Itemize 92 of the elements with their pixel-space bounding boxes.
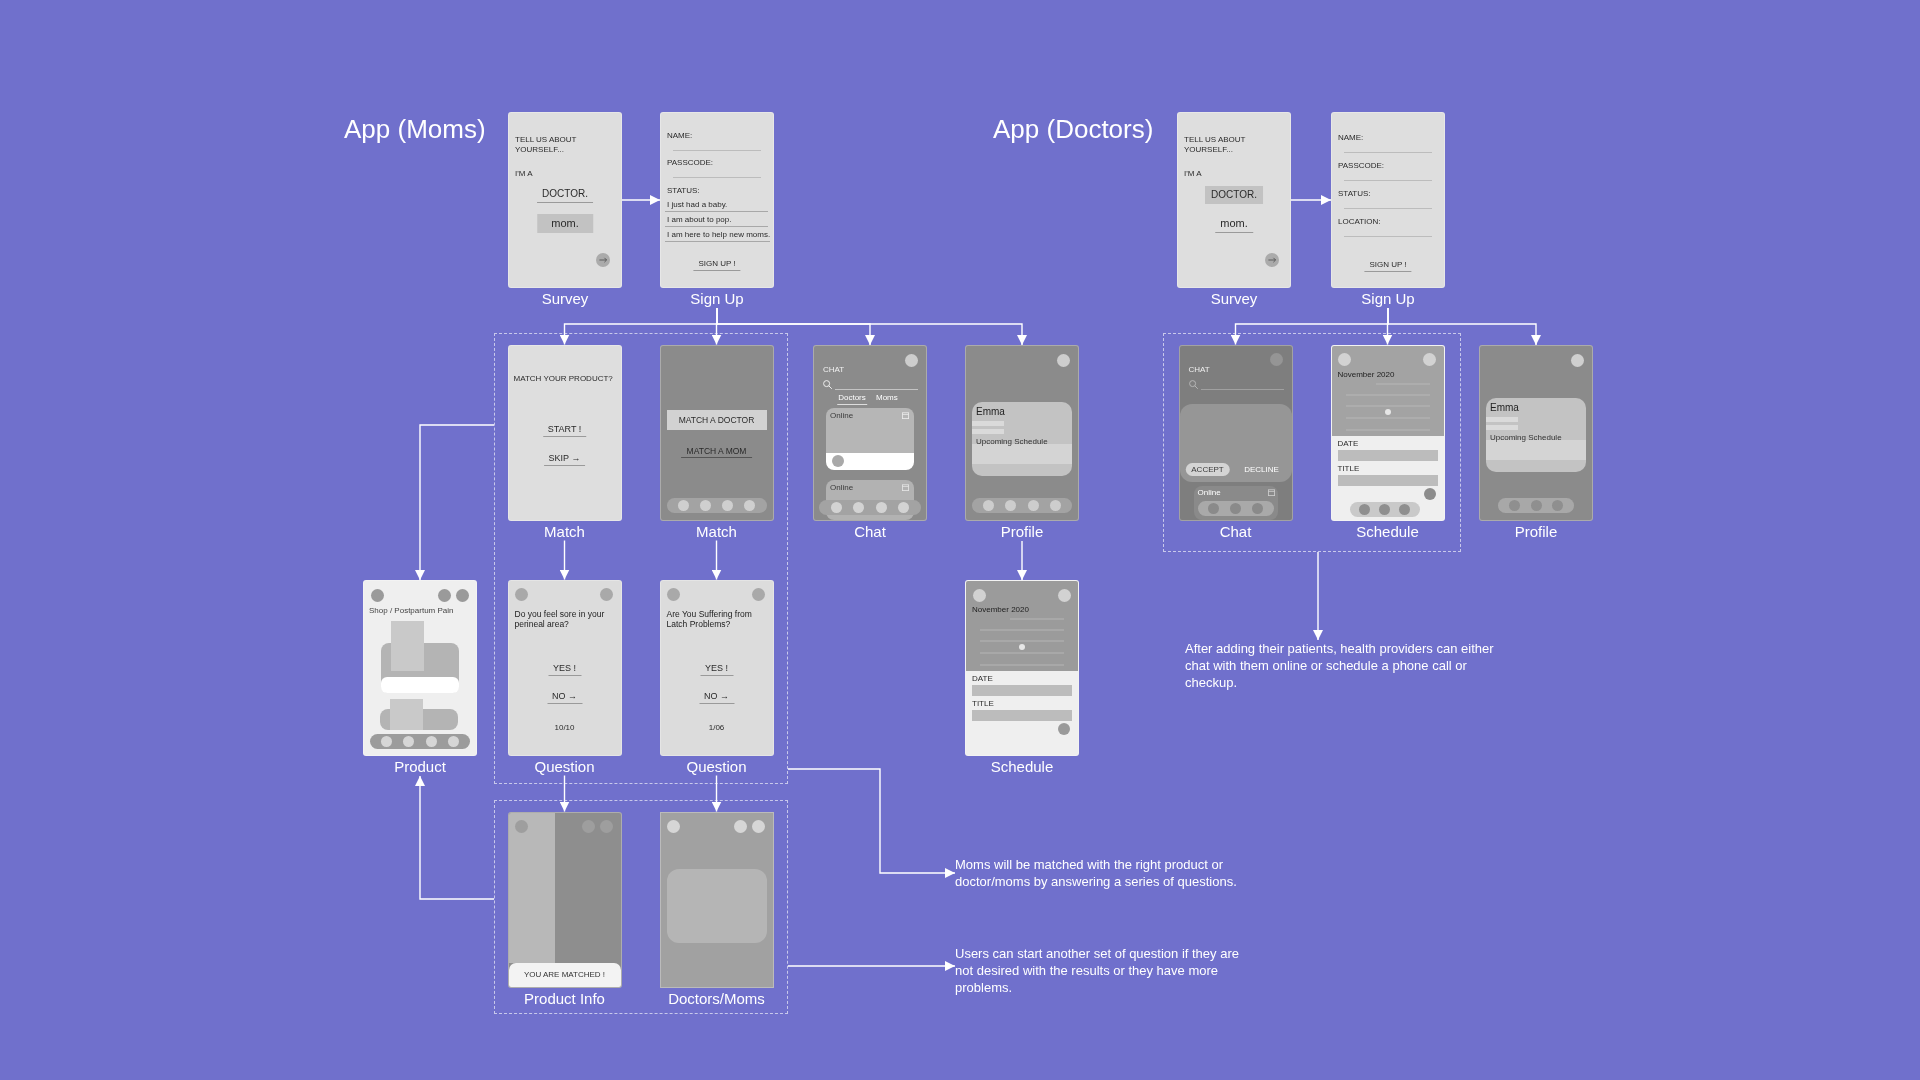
selected-option: DOCTOR. <box>1205 186 1263 204</box>
option-label: MATCH A MOM <box>680 445 753 459</box>
progress-counter: 1/06 <box>708 722 725 733</box>
screen-text: I'M A <box>1184 169 1202 179</box>
option-label: I just had a baby. <box>665 200 768 212</box>
field-label: STATUS: <box>1338 189 1371 199</box>
arrow-connector <box>711 539 722 581</box>
arrow-connector <box>559 539 570 581</box>
field-label: STATUS: <box>667 186 700 196</box>
screen-caption: Profile <box>1000 523 1044 541</box>
screen-caption: Schedule <box>990 758 1054 776</box>
dashed-group-frame <box>1163 333 1461 552</box>
arrow-connector <box>787 961 956 971</box>
status-text: Online <box>1197 487 1221 498</box>
no-link: NO → <box>547 690 582 704</box>
screen-title: CHAT <box>1188 364 1210 375</box>
screen-caption: Schedule <box>1356 522 1419 541</box>
month-label: November 2020 <box>972 605 1029 615</box>
arrow-connector <box>559 774 570 813</box>
tab-label: Doctors <box>837 393 867 405</box>
note-text: Users can start another set of question if they are not desired with the results or they have more problems. <box>955 945 1240 996</box>
sign-up-link: SIGN UP ! <box>693 259 741 271</box>
status-text: Online <box>830 411 854 421</box>
option-label: DOCTOR. <box>537 188 593 203</box>
screen-caption: Doctors/Moms <box>668 989 765 1008</box>
screen-caption: Chat <box>854 523 886 541</box>
field-label: LOCATION: <box>1338 217 1381 227</box>
arrow-connector <box>1017 540 1027 581</box>
screen-caption: Profile <box>1514 523 1558 541</box>
screen-caption: Chat <box>1219 522 1252 541</box>
section-heading: App (Moms) <box>344 114 486 144</box>
question-text: Do you feel sore in your perineal area? <box>514 608 606 629</box>
dashed-group-frame <box>494 333 788 784</box>
field-label: TITLE <box>1337 463 1360 474</box>
screen-caption: Match <box>696 522 737 541</box>
arrow-connector <box>415 424 495 581</box>
decline-label: DECLINE <box>1244 464 1279 475</box>
dashed-group-frame <box>494 800 788 1014</box>
field-label: DATE <box>972 674 993 684</box>
screen-caption: Question <box>534 757 595 776</box>
arrow-connector <box>1290 195 1332 205</box>
start-link: START ! <box>542 423 587 437</box>
match-banner: YOU ARE MATCHED ! <box>508 962 621 987</box>
field-label: NAME: <box>667 131 693 141</box>
field-label: PASSCODE: <box>667 158 714 168</box>
arrow-connector <box>1313 551 1323 641</box>
screen-caption: Survey <box>1210 290 1258 308</box>
screen-text: I'M A <box>515 169 533 179</box>
option-label: mom. <box>1215 217 1253 233</box>
screen-heading: MATCH YOUR PRODUCT? <box>513 373 613 384</box>
no-link: NO → <box>699 690 734 704</box>
arrow-connector <box>716 307 1027 346</box>
selected-option: MATCH A DOCTOR <box>666 409 767 430</box>
screen-caption: Match <box>544 522 585 541</box>
screen-title: CHAT <box>823 365 845 375</box>
note-text: Moms will be matched with the right product or doctor/moms by answering a series of questions. <box>955 856 1238 890</box>
screen-caption: Question <box>686 757 747 776</box>
screen-caption: Product Info <box>524 989 605 1008</box>
breadcrumb-text: Shop / Postpartum Pain <box>369 606 454 616</box>
arrow-connector <box>711 774 722 813</box>
note-text: After adding their patients, health providers can either chat with them online or schedule a phone call or checkup. <box>1185 640 1495 691</box>
progress-counter: 10/10 <box>554 722 575 733</box>
section-label: Upcoming Schedule <box>976 437 1048 447</box>
screen-caption: Sign Up <box>1361 290 1415 308</box>
option-label: I am here to help new moms. <box>665 230 771 242</box>
screen-heading: TELL US ABOUT YOURSELF... <box>1184 135 1247 155</box>
field-label: TITLE <box>972 699 994 709</box>
arrow-connector <box>415 775 495 900</box>
field-label: NAME: <box>1338 133 1364 143</box>
field-label: PASSCODE: <box>1338 161 1385 171</box>
screen-caption: Product <box>394 758 446 776</box>
arrow-connector <box>787 768 956 878</box>
skip-link: SKIP → <box>543 452 586 466</box>
profile-name: Emma <box>1490 402 1519 414</box>
option-label: I am about to pop. <box>665 215 768 227</box>
field-label: DATE <box>1337 438 1359 449</box>
section-label: Upcoming Schedule <box>1490 433 1562 443</box>
arrow-connector <box>621 195 661 205</box>
status-text: Online <box>830 483 854 493</box>
arrow-connector <box>1387 307 1541 346</box>
section-heading: App (Doctors) <box>993 114 1154 144</box>
profile-name: Emma <box>976 406 1005 418</box>
selected-option: mom. <box>537 214 593 234</box>
yes-link: YES ! <box>548 662 581 676</box>
question-text: Are You Suffering from Latch Problems? <box>666 608 753 629</box>
screen-caption: Sign Up <box>690 290 744 308</box>
sign-up-link: SIGN UP ! <box>1364 260 1412 272</box>
tab-label: Moms <box>876 393 898 403</box>
yes-link: YES ! <box>700 662 733 676</box>
month-label: November 2020 <box>1337 369 1395 380</box>
screen-caption: Survey <box>541 290 589 308</box>
screen-heading: TELL US ABOUT YOURSELF... <box>515 135 578 155</box>
